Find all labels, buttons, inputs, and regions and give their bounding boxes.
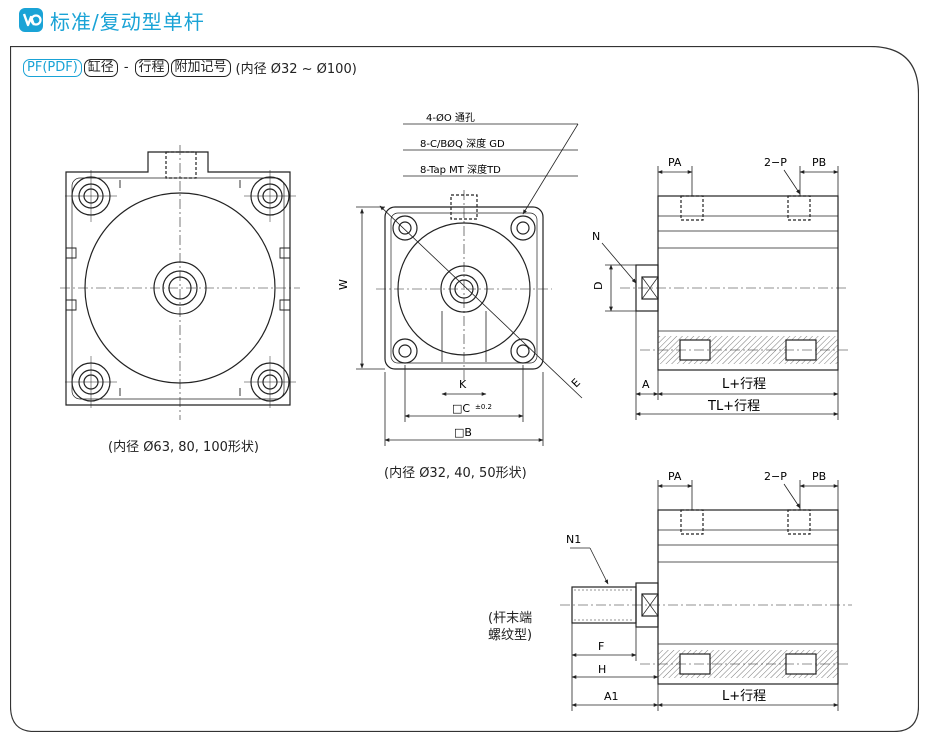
page-title: 标准/复动型单杆 (50, 9, 205, 34)
ckd-logo-icon (19, 8, 43, 32)
dim-n1: N1 (566, 533, 581, 546)
callout-tap: 8-Tap MT 深度TD (420, 163, 501, 176)
page-header: 标准/复动型单杆 (18, 6, 205, 34)
bore-range: (内径 Ø32 ~ Ø100) (235, 62, 357, 77)
dim-k: K (459, 378, 467, 391)
dim-2p-2: 2−P (764, 470, 787, 483)
stroke-code: 行程 (134, 58, 169, 77)
drawing-frame (10, 46, 919, 732)
dim-a1: A1 (604, 690, 619, 703)
dim-pa: PA (668, 156, 682, 169)
dim-d: D (592, 282, 605, 290)
side-view-bottom-dims (570, 480, 839, 711)
dim-c-tol: ±0.2 (475, 403, 492, 411)
dim-pa-2: PA (668, 470, 682, 483)
caption-small-bore: (内径 Ø32, 40, 50形状) (384, 466, 527, 481)
small-front-view (376, 190, 552, 380)
dim-pb-2: PB (812, 470, 826, 483)
small-front-dims (356, 123, 583, 446)
callout-holes: 4-ØO 通孔 (426, 112, 475, 124)
dim-l: L+行程 (722, 377, 766, 392)
dim-2p: 2−P (764, 156, 787, 169)
dim-h: H (598, 663, 606, 676)
side-view-bottom (560, 509, 852, 685)
code-dash: - (123, 60, 129, 75)
dim-n: N (592, 230, 600, 243)
side-view-top (620, 195, 848, 371)
bore-code: 缸径 (83, 58, 118, 77)
option-code: 附加记号 (170, 58, 231, 77)
dim-l-2: L+行程 (722, 689, 766, 704)
dim-f: F (598, 640, 604, 653)
dim-pb: PB (812, 156, 826, 169)
series-code: PF(PDF) (23, 58, 82, 77)
caption-rod-thread-line2: 螺纹型) (488, 628, 533, 643)
large-front-view (60, 145, 300, 420)
dim-w: W (337, 279, 350, 290)
callout-cbore: 8-C/BØQ 深度 GD (420, 137, 505, 150)
side-view-top-dims (601, 166, 839, 420)
dim-c: □C (452, 402, 470, 415)
model-code: PF(PDF) 缸径 - 行程 附加记号 (内径 Ø32 ~ Ø100) (22, 58, 357, 77)
caption-large-bore: (内径 Ø63, 80, 100形状) (108, 440, 259, 455)
dim-b: □B (454, 426, 472, 439)
dim-a: A (642, 378, 650, 391)
caption-rod-thread-line1: (杆末端 (488, 611, 533, 626)
caption-rod-thread: (杆末端 螺纹型) (488, 610, 532, 644)
dim-tl: TL+行程 (707, 399, 760, 414)
